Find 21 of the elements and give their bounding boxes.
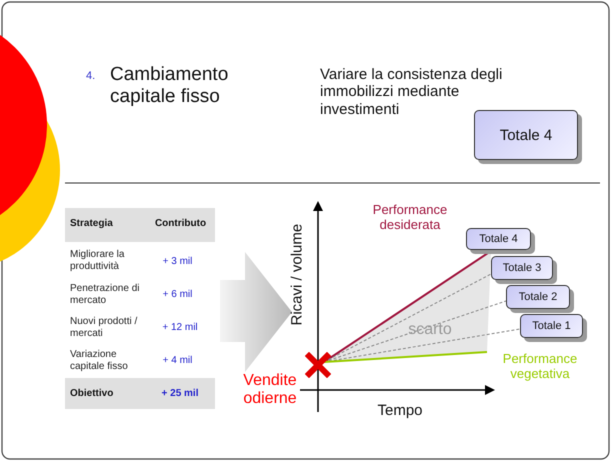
table-header: Strategia <box>70 218 114 230</box>
table-cell-text: + 6 mil <box>162 289 194 300</box>
cross-marker <box>305 352 331 378</box>
table-cell-text: + 25 mil <box>160 388 200 400</box>
axis-label: Ricavi / volume <box>288 222 306 328</box>
table-cell-text: Migliorare la produttività <box>70 249 126 272</box>
line-label: Performance vegetativa <box>502 352 578 382</box>
axis-label: Tempo <box>376 402 424 420</box>
table-cell-text: + 12 mil <box>161 322 199 334</box>
table-cell-text: Penetrazione di mercato <box>70 283 140 306</box>
table-cell-text: Obiettivo <box>70 388 114 400</box>
point-label: Vendite odierne <box>242 372 298 409</box>
line <box>324 351 488 363</box>
heading: Cambiamento capitale fisso <box>110 64 230 108</box>
table-cell-text: Nuovi prodotti / mercati <box>70 316 138 339</box>
table-cell-text: + 4 mil <box>162 355 194 366</box>
table-cell-text: Variazione capitale fisso <box>70 349 129 372</box>
table-header: Contributo <box>154 218 208 230</box>
line-label: Performance desiderata <box>372 203 448 233</box>
list-number: 4. <box>86 70 96 83</box>
table-cell-text: + 3 mil <box>162 256 194 268</box>
